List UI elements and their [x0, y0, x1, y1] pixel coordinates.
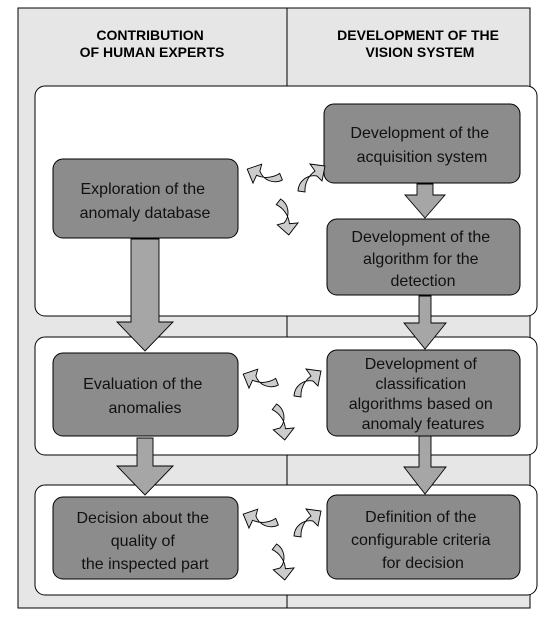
arrow-down-icon	[403, 295, 447, 350]
arrow-down-icon	[403, 435, 447, 495]
box-classification-label: Development of classification algorithms…	[349, 356, 498, 433]
box-decision-label: Decision about the quality of the inspec…	[77, 510, 214, 573]
box-algorithm-label: Development of the algorithm for the det…	[351, 229, 494, 290]
box-algorithm: Development of the algorithm for the det…	[326, 218, 521, 296]
column-header-vision-system: DEVELOPMENT OF THE VISION SYSTEM	[337, 27, 503, 60]
arrow-down-icon	[115, 437, 175, 496]
box-acquisition: Development of the acquisition system	[323, 103, 521, 184]
column-header-human-experts: CONTRIBUTION OF HUMAN EXPERTS	[80, 27, 225, 60]
box-evaluation: Evaluation of the anomalies	[52, 352, 239, 437]
box-criteria-label: Definition of the configurable criteria …	[351, 509, 495, 572]
box-decision: Decision about the quality of the inspec…	[52, 496, 239, 580]
box-exploration: Exploration of the anomaly database	[52, 158, 239, 239]
arrow-down-icon	[404, 183, 446, 219]
arrow-down-icon	[115, 238, 175, 352]
box-acquisition-label: Development of the acquisition system	[350, 125, 493, 166]
box-evaluation-label: Evaluation of the anomalies	[83, 376, 207, 417]
box-exploration-label: Exploration of the anomaly database	[80, 181, 211, 222]
box-classification: Development of classification algorithms…	[326, 349, 521, 437]
box-criteria: Definition of the configurable criteria …	[326, 494, 521, 580]
